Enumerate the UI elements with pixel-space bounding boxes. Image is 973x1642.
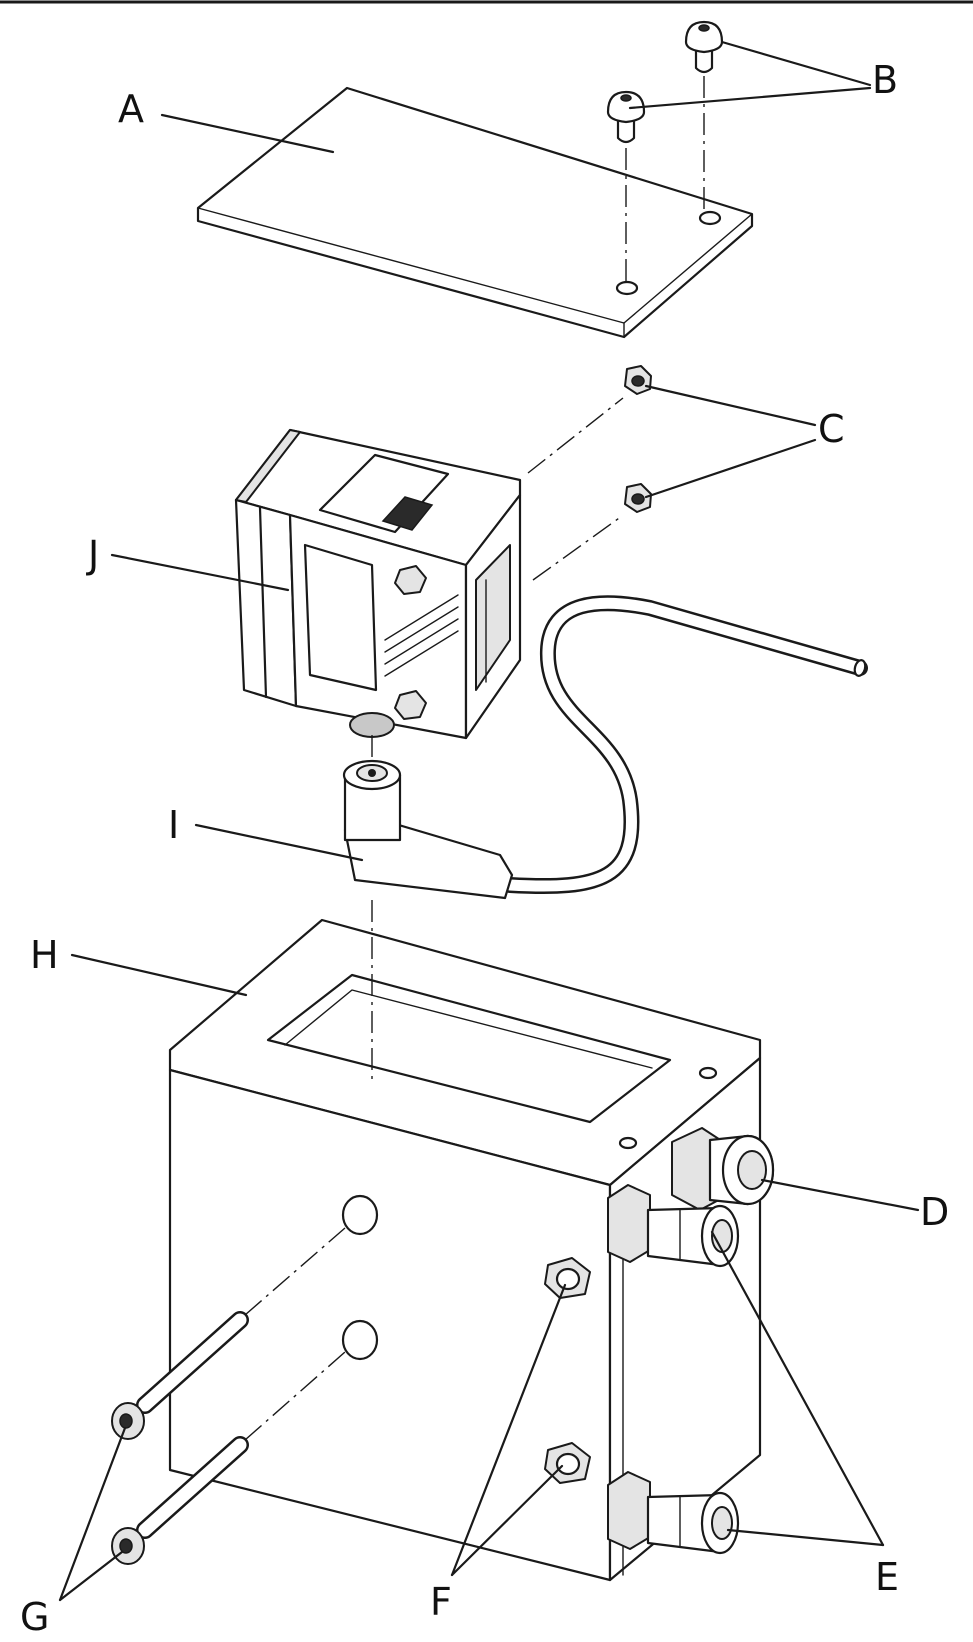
cover-plate-part [196, 86, 754, 339]
screw-axis-line [244, 1351, 346, 1441]
cable-gland-part [671, 1127, 775, 1211]
hex-nuts-part [624, 365, 652, 513]
callout-label-b: B [872, 58, 898, 102]
air-fittings-part [607, 1184, 740, 1555]
mounting-screws-part [111, 1311, 249, 1565]
callout-label-d: D [920, 1190, 949, 1234]
sensor-unit-part [234, 428, 522, 740]
callout-label-i: I [168, 803, 179, 847]
angled-connector-cable-part [342, 595, 868, 900]
callout-label-h: H [30, 933, 59, 977]
screw-axis-line [244, 1227, 346, 1316]
callout-label-e: E [875, 1555, 899, 1599]
nut-axis-line [527, 397, 624, 474]
callout-label-f: F [430, 1580, 452, 1624]
callout-label-c: C [818, 407, 845, 451]
callout-label-g: G [20, 1595, 49, 1637]
top-screws-part [606, 20, 724, 144]
callout-label-a: A [118, 87, 144, 131]
nut-axis-line [532, 515, 623, 581]
leader-lines [58, 40, 920, 1602]
callout-label-j: J [86, 533, 99, 577]
